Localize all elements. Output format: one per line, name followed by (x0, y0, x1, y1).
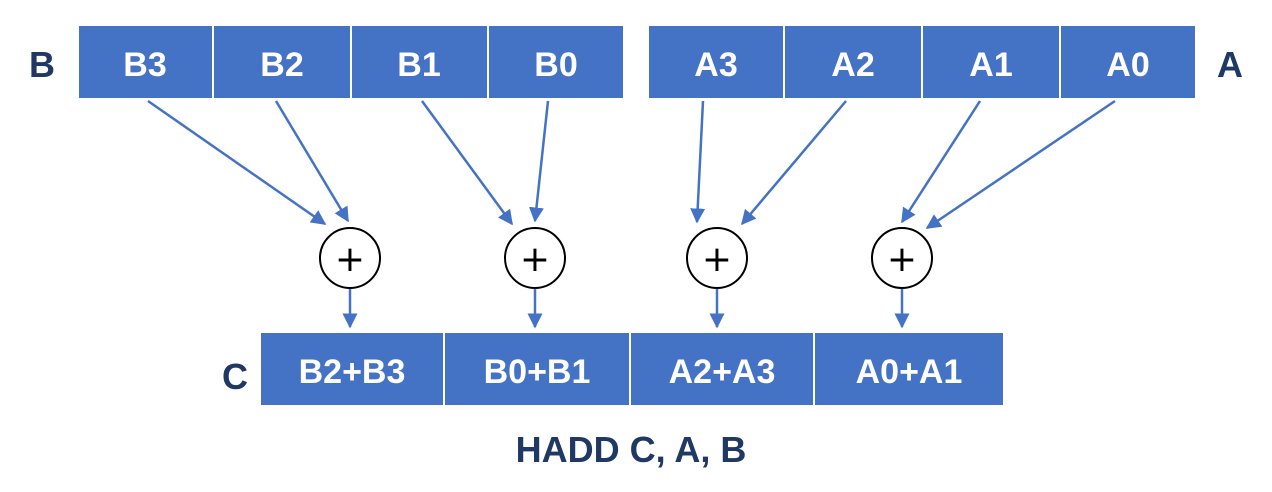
arrow-a2-to-adder-3 (741, 100, 847, 226)
adder-circle (504, 227, 566, 289)
arrow-a1-to-adder-4 (900, 100, 982, 224)
register-c: B2+B3 B0+B1 A2+A3 A0+A1 (259, 331, 1005, 407)
register-b-lane-1 (350, 24, 489, 100)
lane-label-b3: B3 (123, 46, 166, 84)
lane-label-c0: A0+A1 (856, 353, 963, 391)
adder-circle (686, 227, 748, 289)
instruction-caption: HADD C, A, B (516, 429, 747, 470)
plus-icon: + (335, 239, 365, 280)
adder-circle (319, 227, 381, 289)
arrow-b2-to-adder-1 (274, 100, 350, 223)
lane-label-c3: B2+B3 (299, 353, 406, 391)
register-c-lane-0 (813, 331, 1005, 407)
arrow-b3-to-adder-1 (147, 99, 327, 226)
plus-icon: + (887, 239, 917, 280)
adder-1: + (319, 227, 381, 289)
register-b-lane-0 (487, 24, 625, 100)
register-b-label: B (29, 44, 55, 85)
input-arrows (147, 99, 1116, 230)
lane-label-b1: B1 (397, 46, 440, 84)
plus-icon: + (702, 239, 732, 280)
register-c-label: C (222, 356, 248, 397)
register-a-lane-3 (647, 24, 785, 100)
register-a-lane-1 (921, 24, 1061, 100)
plus-icon: + (520, 239, 550, 280)
lane-label-c2: B0+B1 (484, 353, 591, 391)
lane-label-b2: B2 (260, 46, 303, 84)
adder-3: + (686, 227, 748, 289)
arrow-a0-to-adder-4 (925, 99, 1116, 230)
output-arrows (342, 289, 910, 329)
register-b-lane-2 (212, 24, 352, 100)
lane-label-a1: A1 (969, 46, 1012, 84)
adder-circle (871, 227, 933, 289)
lane-label-a0: A0 (1106, 46, 1149, 84)
lane-label-a2: A2 (831, 46, 874, 84)
arrow-a3-to-adder-3 (690, 100, 706, 224)
register-b: B3 B2 B1 B0 (77, 24, 625, 100)
register-a-lane-0 (1059, 24, 1197, 100)
lane-label-c1: A2+A3 (669, 353, 776, 391)
register-c-lane-3 (259, 331, 445, 407)
register-a-label: A (1217, 44, 1243, 85)
adder-4: + (871, 227, 933, 289)
lane-label-b0: B0 (534, 46, 577, 84)
register-c-lane-2 (443, 331, 631, 407)
register-c-lane-1 (629, 331, 815, 407)
register-a-lane-2 (783, 24, 923, 100)
lane-label-a3: A3 (694, 46, 737, 84)
adder-2: + (504, 227, 566, 289)
register-b-lane-3 (77, 24, 214, 100)
arrow-b0-to-adder-2 (528, 100, 550, 223)
arrow-b1-to-adder-2 (420, 100, 514, 226)
register-a: A3 A2 A1 A0 (647, 24, 1197, 100)
